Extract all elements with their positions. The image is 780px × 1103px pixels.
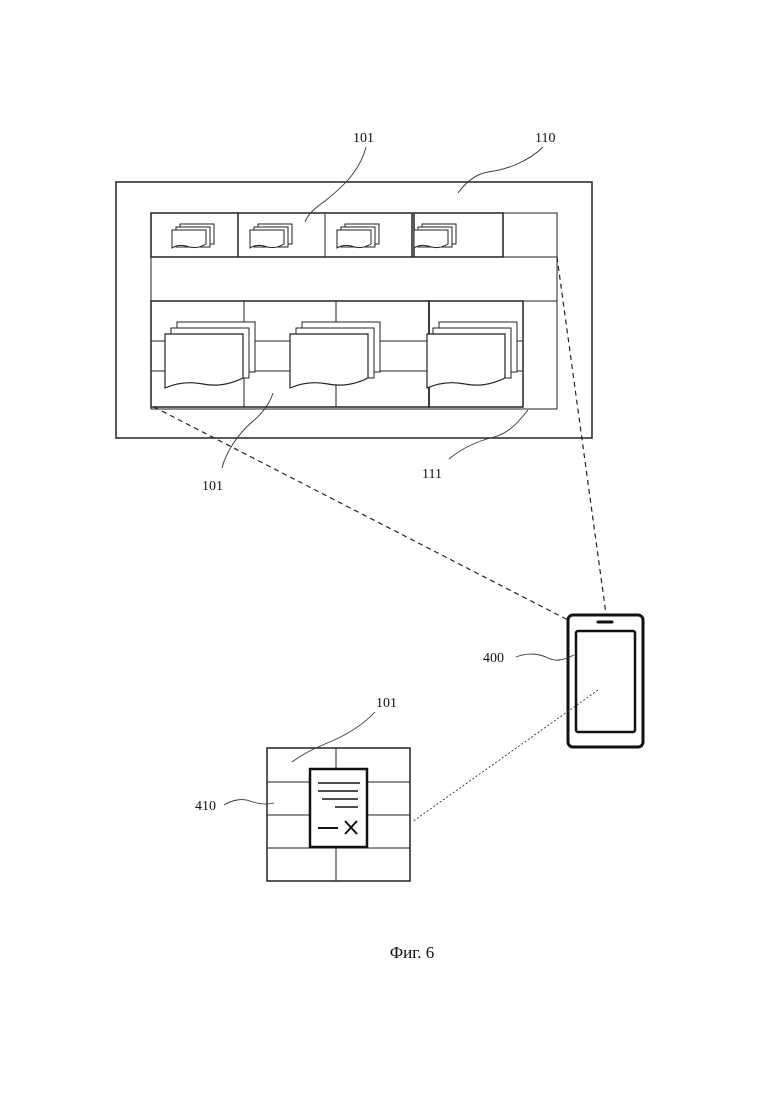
leader-line-lower-panel <box>222 393 273 468</box>
ref-label-lower-panel: 101 <box>202 479 223 494</box>
leader-line-shelf <box>449 410 528 459</box>
ref-label-device-screen: 410 <box>195 799 216 814</box>
document-icon <box>310 769 367 847</box>
smartphone-icon <box>568 615 643 747</box>
figure-caption: Фиг. 6 <box>390 943 435 962</box>
ref-label-display: 110 <box>535 131 555 146</box>
ref-label-top-panel: 101 <box>353 131 374 146</box>
display-frame <box>116 182 592 438</box>
leader-line-top-panel <box>305 147 366 222</box>
leader-line-detail-panel <box>292 712 375 762</box>
ref-label-shelf: 111 <box>422 467 442 482</box>
ref-label-device: 400 <box>483 651 504 666</box>
ref-label-detail-panel: 101 <box>376 696 397 711</box>
leader-line-display <box>458 147 543 193</box>
leader-line-device <box>516 654 574 660</box>
view-line-right <box>557 257 606 614</box>
view-line-left <box>154 407 568 620</box>
stacked-cards-icon <box>165 322 517 388</box>
